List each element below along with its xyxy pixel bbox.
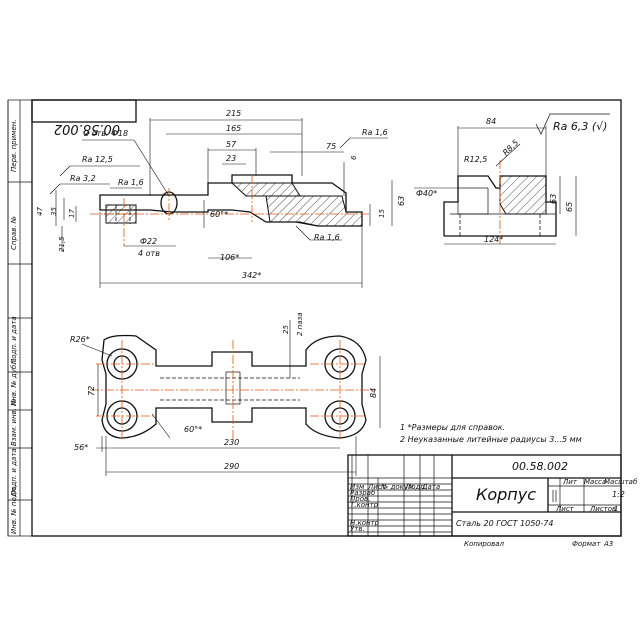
dim-35: 35 bbox=[50, 207, 58, 216]
dim-2-slots: 2 пазa bbox=[296, 312, 304, 336]
dim-angle-60: 60°* bbox=[210, 210, 228, 219]
tkontr: Т.контр bbox=[350, 501, 379, 509]
dim-r12-5: R12,5 bbox=[464, 155, 487, 164]
side-view: 84 R8,5 R12,5 Ф40* 63 65 124* bbox=[414, 117, 577, 245]
title-block: 00.58.002 Корпус Сталь 20 ГОСТ 1050-74 Л… bbox=[347, 454, 638, 548]
format-label: Формат bbox=[572, 540, 601, 548]
dim-165: 165 bbox=[226, 124, 241, 133]
strip-inv-dubl: Инв. № дубл. bbox=[10, 358, 18, 406]
ra-3-2: Ra 3,2 bbox=[70, 174, 96, 183]
ra-1-6-bottom: Ra 1,6 bbox=[314, 233, 340, 242]
dim-124: 124* bbox=[484, 235, 503, 244]
scale-value: 1:2 bbox=[612, 490, 625, 499]
front-view: 215 165 57 23 75 6 47 35 17 21,5 15 63 1… bbox=[36, 109, 406, 288]
dim-6: 6 bbox=[350, 155, 358, 160]
dim-290: 290 bbox=[224, 462, 239, 471]
dim-phi40: Ф40* bbox=[416, 189, 437, 198]
dim-r26: R26* bbox=[70, 335, 90, 344]
dim-phi22: Ф22 bbox=[140, 237, 157, 246]
strip-inv-podl: Инв. № подл. bbox=[10, 486, 18, 534]
row-data: Дата bbox=[421, 483, 440, 491]
plan-view: R26* 72 84 56* 230 290 60°* 25 2 пазa bbox=[70, 312, 381, 476]
note-2: 2 Неуказанные литейные радиусы 3...5 мм bbox=[400, 435, 582, 444]
row-list: Лист bbox=[367, 483, 387, 491]
roughness-symbol: Ra 6,3 (√) bbox=[535, 113, 610, 135]
dim-57: 57 bbox=[226, 140, 237, 149]
roughness-text: Ra 6,3 (√) bbox=[553, 120, 607, 133]
nkontr: Н.контр bbox=[350, 519, 380, 527]
col-lit: Лит bbox=[562, 478, 578, 486]
sheets-label: Листов bbox=[589, 505, 616, 513]
dim-47: 47 bbox=[36, 207, 44, 216]
format-value: А3 bbox=[603, 540, 613, 548]
designation-mirrored: 00.58.002 bbox=[54, 121, 120, 136]
dim-84-plan: 84 bbox=[369, 388, 378, 398]
razrab: Разраб bbox=[350, 489, 376, 497]
row-podp: Подп. bbox=[406, 483, 427, 491]
sheet-label: Лист bbox=[555, 505, 575, 513]
material: Сталь 20 ГОСТ 1050-74 bbox=[456, 519, 553, 528]
dim-15: 15 bbox=[378, 209, 386, 218]
dim-23: 23 bbox=[226, 154, 236, 163]
sheets-value: 1 bbox=[614, 505, 618, 513]
dim-106: 106* bbox=[220, 253, 239, 262]
dim-2-holes-18: 2 отв. Ф18 bbox=[84, 129, 128, 138]
dim-21-5: 21,5 bbox=[58, 236, 66, 252]
utv: Утв. bbox=[350, 525, 365, 533]
kopiroval: Копировал bbox=[464, 540, 505, 548]
ra-1-6-left: Ra 1,6 bbox=[118, 178, 144, 187]
strip-sprav: Справ. № bbox=[10, 216, 18, 250]
designation: 00.58.002 bbox=[512, 460, 568, 473]
part-name: Корпус bbox=[476, 485, 536, 504]
prov: Пров. bbox=[350, 495, 370, 503]
dim-r-side: R8,5 bbox=[501, 138, 520, 157]
strip-vzam: Взам. инв. № bbox=[10, 398, 18, 446]
note-1: 1 *Размеры для справок. bbox=[400, 423, 505, 432]
strip-podp1: Подп. и дата bbox=[10, 316, 18, 364]
dim-angle-60-plan: 60°* bbox=[184, 425, 202, 434]
dim-17: 17 bbox=[68, 209, 76, 218]
ra-1-6-top: Ra 1,6 bbox=[362, 128, 388, 137]
mirrored-designation-box: 00.58.002 bbox=[31, 99, 137, 136]
strip-perv: Перв. примен. bbox=[10, 119, 18, 172]
ra-12-5: Ra 12,5 bbox=[82, 155, 113, 164]
dim-215: 215 bbox=[226, 109, 241, 118]
dim-63-front: 63 bbox=[397, 196, 406, 206]
row-ndokum: № докум. bbox=[380, 483, 416, 491]
dim-65: 65 bbox=[565, 202, 574, 212]
dim-75: 75 bbox=[326, 142, 336, 151]
left-strip: Перв. примен. Справ. № Подп. и дата Инв.… bbox=[7, 100, 32, 536]
row-izm: Изм bbox=[350, 483, 365, 491]
dim-56: 56* bbox=[74, 443, 88, 452]
col-mass: Масса bbox=[584, 478, 606, 486]
dim-72: 72 bbox=[87, 386, 96, 396]
dim-63-side: 63 bbox=[549, 194, 558, 204]
dim-84-side: 84 bbox=[486, 117, 496, 126]
col-scale: Масштаб bbox=[604, 478, 638, 486]
dim-230: 230 bbox=[224, 438, 239, 447]
dim-25: 25 bbox=[282, 325, 290, 334]
strip-podp2: Подп. и дата bbox=[10, 448, 18, 496]
dim-342: 342* bbox=[242, 271, 261, 280]
dim-4-holes: 4 отв bbox=[138, 249, 160, 258]
